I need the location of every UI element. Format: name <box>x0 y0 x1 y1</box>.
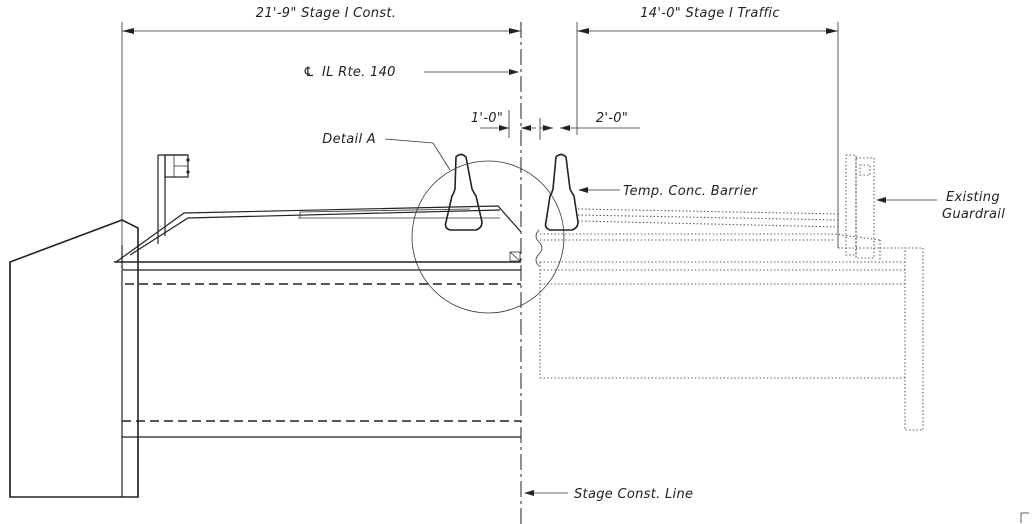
existing-section <box>9 205 522 498</box>
dimension-offset-1: 1'-0" <box>471 110 536 138</box>
dimension-stage-traffic-label: 14'-0" Stage I Traffic <box>640 6 780 21</box>
stage-line-callout: Stage Const. Line <box>524 487 693 502</box>
centerline-symbol: ℄ <box>303 65 315 80</box>
dimension-stage-const: 21'-9" Stage I Const. <box>121 6 521 245</box>
detail-a-callout: Detail A <box>322 132 565 314</box>
break-line <box>535 229 543 267</box>
guardrail-label-line1: Existing <box>946 190 1000 205</box>
temporary-barrier-left <box>444 153 483 231</box>
centerline-callout: ℄ IL Rte. 140 <box>303 65 519 80</box>
temporary-barrier-right <box>544 153 579 231</box>
guardrail-callout: Existing Guardrail <box>876 190 1005 222</box>
centerline-label: IL Rte. 140 <box>322 65 396 80</box>
detail-a-label: Detail A <box>322 132 376 147</box>
dimension-offset-1-label: 1'-0" <box>471 111 503 126</box>
dimension-offset-2-label: 2'-0" <box>596 111 628 126</box>
future-section <box>539 154 924 431</box>
barrier-callout: Temp. Conc. Barrier <box>578 184 759 199</box>
left-parapet-railing <box>157 154 190 244</box>
dimension-stage-const-label: 21'-9" Stage I Const. <box>256 6 396 21</box>
barrier-label: Temp. Conc. Barrier <box>623 184 759 199</box>
stage-line-label: Stage Const. Line <box>574 487 693 502</box>
dimension-offset-2: 2'-0" <box>539 111 640 140</box>
guardrail-label-line2: Guardrail <box>942 207 1005 222</box>
dimension-stage-traffic: 14'-0" Stage I Traffic <box>576 6 839 248</box>
sheet-corner-mark <box>1020 512 1029 523</box>
